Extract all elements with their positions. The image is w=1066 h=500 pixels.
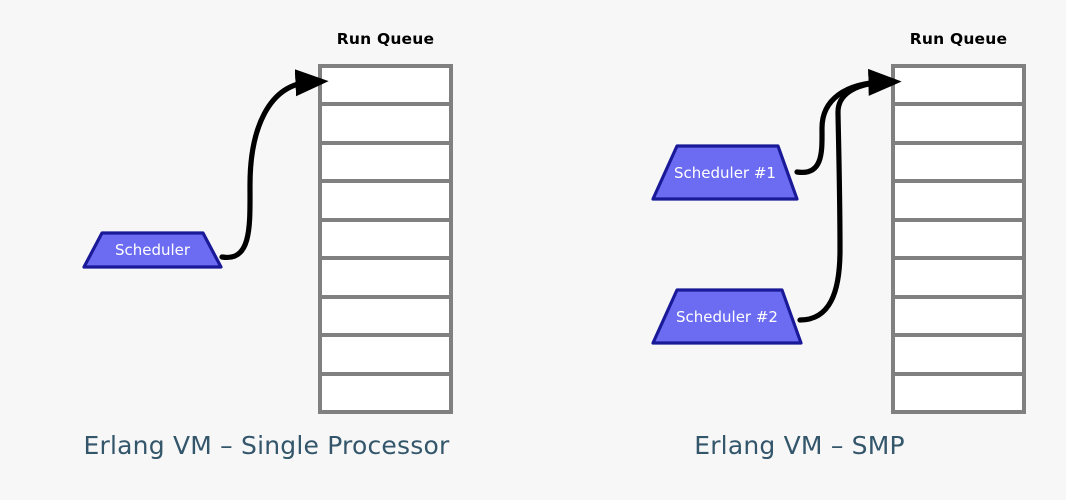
caption-single-processor: Erlang VM – Single Processor bbox=[83, 431, 450, 460]
run-queue-cell bbox=[895, 260, 1022, 299]
run-queue-cell bbox=[895, 106, 1022, 145]
caption-smp: Erlang VM – SMP bbox=[694, 431, 905, 460]
panel-single-processor: Run Queue Scheduler Erlang VM – Single P… bbox=[82, 30, 453, 460]
run-queue-cell bbox=[322, 68, 449, 107]
run-queue-cell bbox=[322, 183, 449, 222]
run-queue-cell bbox=[322, 144, 449, 184]
run-queue-title-left: Run Queue bbox=[336, 30, 435, 48]
scheduler-node-single[interactable]: Scheduler bbox=[82, 231, 223, 269]
trapezoid-shape bbox=[651, 288, 803, 345]
run-queue-right bbox=[891, 64, 1026, 414]
run-queue-cell bbox=[322, 106, 449, 145]
run-queue-cell bbox=[895, 298, 1022, 338]
run-queue-cell bbox=[322, 298, 449, 338]
run-queue-title-right: Run Queue bbox=[909, 30, 1008, 48]
run-queue-cell bbox=[322, 221, 449, 261]
run-queue-cell bbox=[322, 337, 449, 376]
run-queue-cell bbox=[322, 375, 449, 410]
run-queue-cell bbox=[895, 221, 1022, 261]
run-queue-left bbox=[318, 64, 453, 414]
run-queue-cell bbox=[895, 68, 1022, 107]
panel-smp: Run Queue Scheduler #1 Scheduler #2 Erla… bbox=[533, 0, 1066, 500]
run-queue-cell bbox=[895, 375, 1022, 410]
run-queue-cell bbox=[322, 260, 449, 299]
trapezoid-shape bbox=[82, 231, 223, 269]
scheduler-node-2[interactable]: Scheduler #2 bbox=[651, 288, 803, 345]
run-queue-cell bbox=[895, 183, 1022, 222]
trapezoid-shape bbox=[651, 144, 799, 201]
run-queue-cell bbox=[895, 337, 1022, 376]
scheduler-node-1[interactable]: Scheduler #1 bbox=[651, 144, 799, 201]
run-queue-cell bbox=[895, 144, 1022, 184]
